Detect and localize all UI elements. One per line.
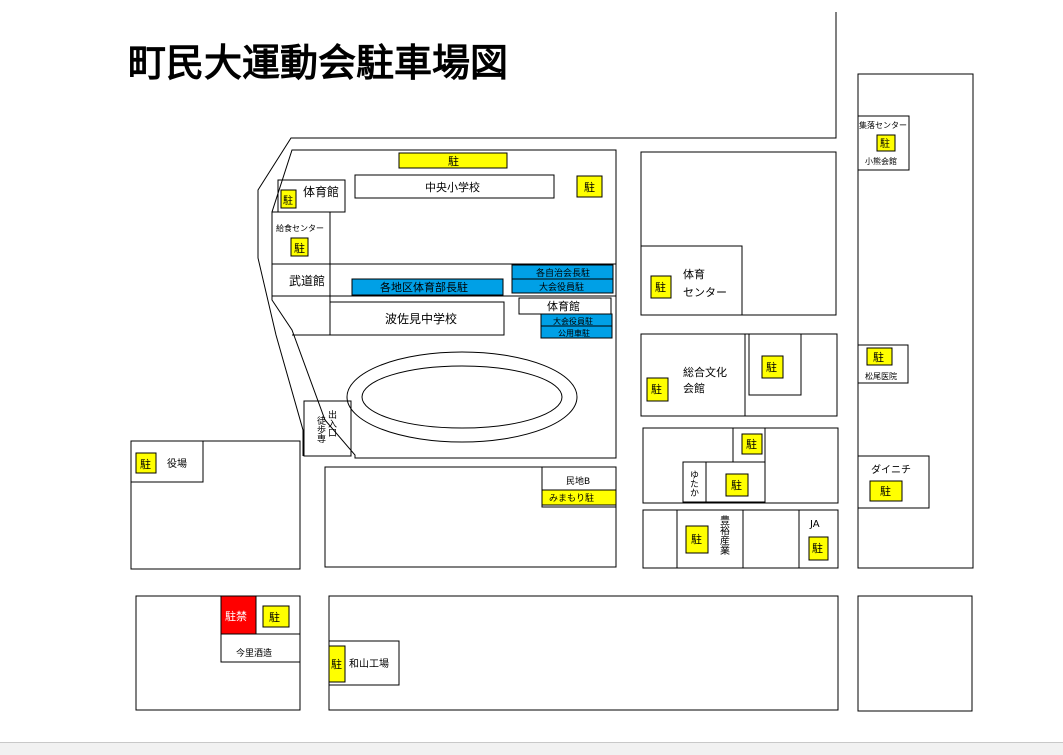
- label-pedestrian-only: 徒歩専: [315, 415, 326, 443]
- label-p-sports-center: 駐: [655, 280, 666, 294]
- wayama-block: [328, 595, 839, 711]
- label-p-houyu: 駐: [691, 532, 702, 546]
- no-parking-marker: [220, 595, 257, 635]
- shuraku-building: [857, 115, 910, 171]
- label-p-top: 駐: [448, 154, 459, 168]
- budokan-annex: [272, 295, 331, 336]
- official-board1-marker: [511, 278, 614, 294]
- label-houyu: 豊裕産業: [718, 514, 730, 556]
- parking-mimamori-marker: [541, 489, 617, 506]
- dainichi-building: [857, 455, 930, 509]
- bottom-right-block: [857, 595, 973, 712]
- track-outer: [346, 351, 578, 443]
- parking-matsuo-marker: [866, 347, 893, 366]
- label-culture-1: 総合文化: [683, 365, 727, 379]
- label-yutaka: ゆたか: [688, 470, 699, 497]
- sports-center-building: [640, 245, 743, 316]
- parking-shuraku-marker: [876, 134, 896, 152]
- parking-dainichi-marker: [869, 480, 903, 502]
- label-hasami-school: 波佐見中学校: [385, 311, 457, 326]
- label-official-board1: 大会役員駐: [539, 281, 584, 293]
- yakuba-building: [130, 440, 204, 483]
- label-p-imazato: 駐: [269, 610, 280, 624]
- culture-building: [640, 333, 746, 417]
- label-p-culture-right: 駐: [766, 360, 777, 374]
- label-gym-left: 体育館: [303, 184, 339, 199]
- label-p-yakuba: 駐: [140, 457, 151, 471]
- pedestrian-exit-box: [303, 400, 352, 457]
- parking-markers: [135, 134, 903, 683]
- page-bottom-rule: [0, 742, 1063, 755]
- track-inner: [361, 365, 563, 429]
- yutaka-lot: [732, 427, 766, 463]
- parking-ja-marker: [808, 536, 829, 561]
- map-title: 町民大運動会駐車場図: [128, 41, 508, 85]
- parking-culture-right-marker: [761, 355, 784, 379]
- parking-kyushoku-marker: [290, 237, 309, 257]
- matsuo-building: [857, 344, 909, 384]
- label-sports-center-2: センター: [683, 286, 727, 299]
- label-sports-center-1: 体育: [683, 267, 705, 281]
- official-car-marker: [540, 325, 613, 339]
- label-official-board2: 大会役員駐: [553, 316, 593, 326]
- label-p-kyushoku: 駐: [294, 241, 305, 255]
- parking-sports-marker: [650, 275, 672, 299]
- label-yakuba: 役場: [167, 457, 187, 470]
- label-p-yutaka-top: 駐: [746, 437, 757, 451]
- label-budokan: 武道館: [289, 273, 325, 288]
- parking-chuo-marker: [576, 175, 603, 198]
- label-p-gym-left: 駐: [283, 194, 293, 207]
- label-official-area: 各地区体育部長駐: [380, 280, 468, 294]
- parking-houyu-marker: [685, 525, 709, 554]
- chuo-school-building: [354, 174, 555, 199]
- label-p-yutaka: 駐: [731, 478, 742, 492]
- map-labels: 駐 中央小学校 駐 駐 体育館 給食センター 駐 武道館 各地区体育部長駐 各自…: [140, 120, 911, 671]
- label-matsuo: 松尾医院: [865, 371, 897, 381]
- parking-gym-marker: [280, 189, 297, 209]
- ja-building: [798, 509, 839, 569]
- label-official-chief: 各自治会長駐: [536, 267, 590, 279]
- parking-yakuba-marker: [135, 452, 157, 474]
- parking-wayama-marker: [328, 645, 346, 683]
- parking-yutaka-top-marker: [741, 433, 763, 455]
- minchi-b-lot: [541, 466, 617, 508]
- hasami-school-building: [329, 301, 505, 336]
- lower-block: [324, 466, 617, 568]
- label-p-shuraku: 駐: [880, 137, 890, 150]
- label-p-dainichi: 駐: [880, 484, 891, 498]
- road-outline: [257, 12, 837, 456]
- official-area-marker: [351, 278, 504, 296]
- parking-imazato-marker: [262, 605, 290, 628]
- right-column-block: [857, 73, 974, 569]
- label-mimamori: みまもり駐: [549, 492, 594, 504]
- label-oguma: 小熊会館: [865, 156, 897, 166]
- label-pedestrian-exit: 出入口: [326, 409, 337, 437]
- label-p-chuo-right: 駐: [584, 180, 595, 194]
- yakuba-block: [130, 440, 301, 570]
- label-gym-right: 体育館: [547, 299, 580, 313]
- label-minchi: 民地B: [566, 475, 590, 487]
- label-imazato: 今里酒造: [236, 647, 272, 659]
- label-dainichi: ダイニチ: [871, 463, 911, 476]
- label-p-matsuo: 駐: [873, 350, 884, 364]
- label-no-parking: 駐禁: [225, 609, 247, 623]
- parking-top-marker: [398, 152, 508, 169]
- label-official-car: 公用車駐: [558, 328, 590, 338]
- parking-culture-marker: [646, 377, 669, 402]
- label-wayama: 和山工場: [349, 657, 389, 670]
- houyu-building: [676, 509, 744, 569]
- yutaka-building: [682, 461, 766, 503]
- parking-yutaka-marker: [725, 473, 749, 497]
- label-ja: JA: [809, 519, 820, 530]
- label-p-culture: 駐: [651, 382, 662, 396]
- label-p-wayama: 駐: [331, 657, 342, 671]
- label-chuo-school: 中央小学校: [425, 180, 480, 194]
- culture-annex: [748, 333, 802, 396]
- culture-block: [640, 333, 838, 417]
- label-kyushoku: 給食センター: [276, 223, 324, 233]
- label-p-ja: 駐: [812, 541, 823, 555]
- label-culture-2: 会館: [683, 381, 705, 395]
- label-shuraku: 集落センター: [859, 120, 907, 130]
